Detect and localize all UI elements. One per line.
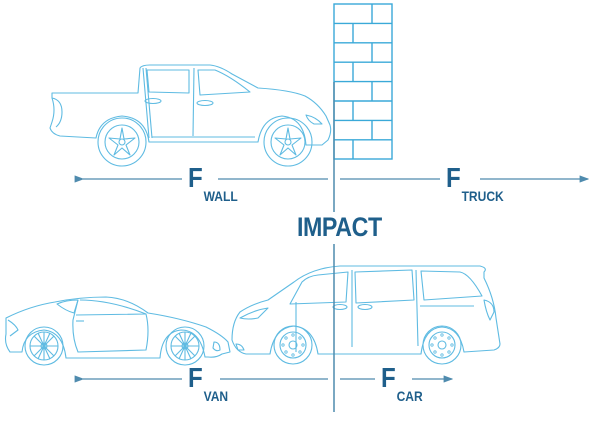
force-symbol: F (188, 362, 203, 393)
minivan (231, 265, 501, 365)
brick-wall (333, 3, 393, 160)
force-subscript: VAN (203, 388, 229, 404)
pickup-truck (49, 64, 332, 167)
force-label-wall: FWALL (188, 162, 238, 204)
impact-title: IMPACT (297, 212, 382, 242)
force-symbol: F (381, 362, 396, 393)
force-symbol: F (446, 162, 461, 193)
force-label-van: FVAN (188, 362, 229, 404)
force-symbol: F (188, 162, 203, 193)
force-label-car: FCAR (381, 362, 423, 404)
force-subscript: TRUCK (461, 188, 504, 204)
sports-car (4, 296, 231, 366)
force-label-truck: FTRUCK (446, 162, 504, 204)
force-subscript: WALL (203, 188, 238, 204)
force-subscript: CAR (396, 388, 423, 404)
